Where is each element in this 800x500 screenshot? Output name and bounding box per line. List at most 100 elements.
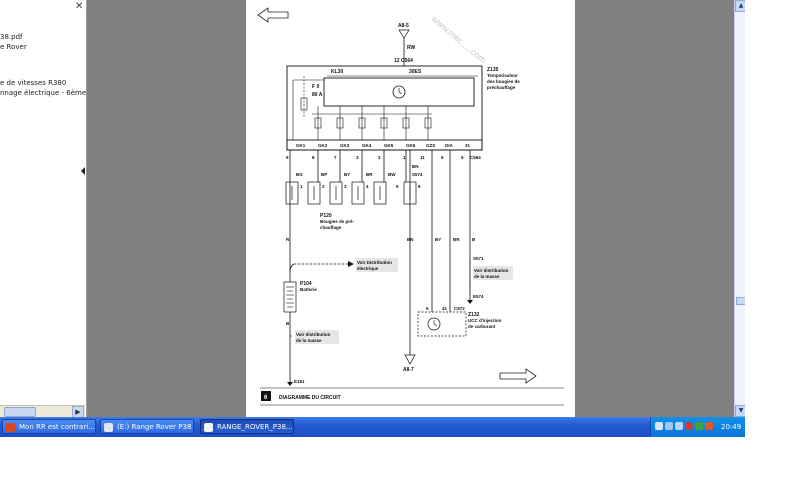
battery-code: P104 bbox=[300, 281, 312, 287]
prev-page-arrow-icon[interactable] bbox=[257, 7, 289, 23]
splice-s571: S571 bbox=[473, 256, 484, 261]
ground-symbol bbox=[467, 300, 473, 304]
pin-number: 7 bbox=[334, 155, 337, 160]
scrollbar-thumb[interactable] bbox=[4, 407, 36, 417]
scroll-down-icon[interactable]: ▼ bbox=[735, 405, 745, 417]
section-number: 6 bbox=[264, 395, 268, 401]
wire-br-label: BR bbox=[453, 237, 460, 242]
ucc-desc-1: UCC d'injection bbox=[468, 318, 502, 323]
drive-icon bbox=[104, 423, 113, 432]
plug-number: 5 bbox=[396, 184, 399, 189]
scroll-up-icon[interactable]: ▲ bbox=[735, 0, 745, 12]
section-number-badge bbox=[261, 391, 271, 401]
vertical-scrollbar[interactable]: ▲ ▼ bbox=[734, 0, 745, 417]
horizontal-scrollbar[interactable]: ▶ bbox=[0, 405, 85, 418]
battery-symbol bbox=[283, 281, 297, 313]
module-code: Z135 bbox=[487, 67, 499, 73]
network-icon[interactable] bbox=[665, 422, 673, 430]
pin-label: GK4 bbox=[362, 143, 372, 148]
desktop-screen: ✕ 38.pdf e Rover e de vitesses R380 nnag… bbox=[0, 0, 745, 437]
clock-symbol-icon bbox=[392, 85, 406, 99]
splice-label: S574 bbox=[412, 172, 423, 177]
plug-number: 1 bbox=[300, 184, 303, 189]
taskbar: Mon RR est contrari... (E:) Range Rover … bbox=[0, 417, 745, 437]
document-icon bbox=[204, 423, 213, 432]
ground-symbol-e181 bbox=[287, 382, 293, 386]
ucc-pin: 41 bbox=[442, 306, 448, 311]
next-page-arrow-icon[interactable] bbox=[499, 368, 537, 384]
wire-by-label: BY bbox=[435, 237, 441, 242]
close-icon[interactable]: ✕ bbox=[75, 1, 84, 12]
security-icon[interactable] bbox=[685, 422, 693, 430]
plug-code: P120 bbox=[320, 213, 332, 219]
wire-color: BW bbox=[388, 172, 396, 177]
connector-triangle bbox=[398, 29, 410, 39]
connector-c564-label: 12 C564 bbox=[394, 58, 413, 64]
taskbar-button[interactable]: (E:) Range Rover P38 bbox=[100, 419, 194, 434]
fuse-symbol bbox=[300, 97, 308, 111]
pin-label: 31 bbox=[465, 143, 471, 148]
pin-label: GK3 bbox=[340, 143, 350, 148]
taskbar-button[interactable]: Mon RR est contrari... bbox=[2, 419, 96, 434]
connector-c564-right: C564 bbox=[470, 155, 481, 160]
update-icon[interactable] bbox=[695, 422, 703, 430]
ucc-clock-icon bbox=[427, 317, 441, 331]
wire-color-labels: BG BP BY BR BW BN S574 bbox=[296, 164, 423, 177]
circuit-diagram: www.mec.....com A8-5 RW 12 C564 KL30 30E… bbox=[257, 7, 564, 406]
fuse-rating-label: 80 A bbox=[312, 92, 323, 98]
collapse-arrow-icon[interactable] bbox=[81, 166, 86, 176]
panel-item[interactable]: 38.pdf bbox=[0, 33, 23, 41]
plug-number: 6 bbox=[418, 184, 421, 189]
panel-item[interactable]: nnage électrique - 6ème bbox=[0, 89, 87, 97]
pin-number: 11 bbox=[420, 155, 425, 160]
document-viewer: www.mec.....com A8-5 RW 12 C564 KL30 30E… bbox=[87, 0, 734, 417]
tray-toggle-icon[interactable] bbox=[655, 422, 663, 430]
pin-label: GZS bbox=[426, 143, 435, 148]
taskbar-button-label: Mon RR est contrari... bbox=[19, 423, 95, 431]
pin-number: 3 bbox=[356, 155, 359, 160]
fuse-label: F 0 bbox=[312, 84, 319, 90]
plug-desc-1: Bougies de pré- bbox=[320, 219, 355, 224]
taskbar-button-active[interactable]: RANGE_ROVER_P38.... bbox=[200, 419, 294, 434]
battery-label: Batterie bbox=[300, 287, 317, 292]
wire-bn-label: BN bbox=[407, 237, 414, 242]
pin-label: GK6 bbox=[406, 143, 416, 148]
top-wire-label: RW bbox=[407, 45, 416, 51]
clock: 20:49 bbox=[721, 423, 742, 431]
bookmarks-panel: ✕ 38.pdf e Rover e de vitesses R380 nnag… bbox=[0, 0, 87, 418]
plug-number: 4 bbox=[366, 184, 369, 189]
plug-number: 2 bbox=[322, 184, 325, 189]
relay-block bbox=[323, 77, 475, 107]
panel-item[interactable]: e Rover bbox=[0, 43, 27, 51]
pin-row bbox=[286, 139, 483, 151]
connector-c572: C572 bbox=[454, 306, 465, 311]
ground-left-box bbox=[295, 330, 339, 344]
bottom-node-label: A8-7 bbox=[403, 367, 414, 373]
wire-b-label: B bbox=[472, 237, 476, 242]
browser-icon bbox=[6, 423, 15, 432]
pin-number: 5 bbox=[461, 155, 464, 160]
ucc-box bbox=[417, 311, 467, 337]
pin-label: GK5 bbox=[384, 143, 394, 148]
antivirus-icon[interactable] bbox=[705, 422, 713, 430]
wire-r-label: R bbox=[286, 237, 290, 242]
wire-color: BP bbox=[321, 172, 327, 177]
elec-ref-text-1: Voir Distribution bbox=[357, 260, 392, 265]
volume-icon[interactable] bbox=[675, 422, 683, 430]
switch-bank bbox=[312, 106, 432, 140]
top-node-label: A8-5 bbox=[398, 23, 409, 29]
ground-left-text-2: de la masse bbox=[296, 338, 322, 343]
ground-ref-text-2: de la masse bbox=[474, 274, 500, 279]
glow-plugs bbox=[285, 181, 417, 205]
module-pin-labels: GK1 GK2 GK3 GK4 GK5 GK6 GZS DIA 31 bbox=[296, 143, 471, 148]
pin-number: 6 bbox=[441, 155, 444, 160]
ucc-pin: 6 bbox=[426, 306, 429, 311]
panel-item[interactable]: e de vitesses R380 bbox=[0, 79, 67, 87]
pin-label: GK1 bbox=[296, 143, 306, 148]
taskbar-button-label: RANGE_ROVER_P38.... bbox=[217, 423, 294, 431]
plug-desc-2: chauffage bbox=[320, 225, 342, 230]
scrollbar-thumb[interactable] bbox=[736, 297, 745, 305]
pin-label: DIA bbox=[445, 143, 454, 148]
wire-color: BG bbox=[296, 172, 303, 177]
elec-ref-text-2: électrique bbox=[357, 266, 379, 271]
